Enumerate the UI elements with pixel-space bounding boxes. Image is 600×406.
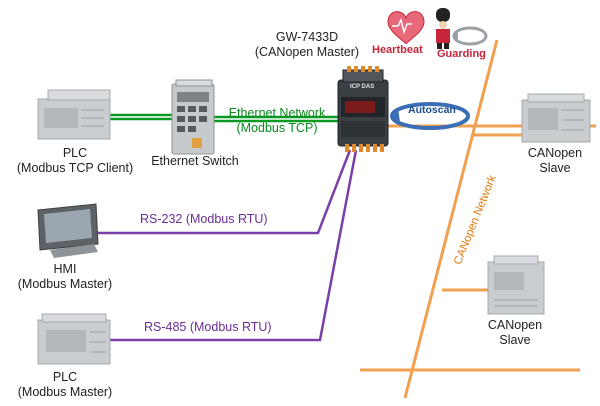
ethernet-line2: (Modbus TCP) (236, 121, 318, 135)
guarding-label: Guarding (437, 48, 486, 60)
ethernet-network-label: Ethernet Network (Modbus TCP) (214, 106, 340, 136)
slave2-label: CANopen Slave (470, 318, 560, 348)
gateway-label: GW-7433D (CANopen Master) (252, 30, 362, 60)
rs232-label: RS-232 (Modbus RTU) (140, 212, 268, 226)
hmi-line2: (Modbus Master) (17, 277, 113, 291)
rs485-link (108, 149, 358, 342)
plc-tcp-line1: PLC (62, 146, 88, 160)
plc-tcp-line2: (Modbus TCP Client) (16, 161, 134, 175)
hmi-line1: HMI (53, 262, 77, 276)
heart-icon (387, 11, 425, 45)
plc-tcp-device (37, 89, 111, 140)
hmi-label: HMI (Modbus Master) (10, 262, 120, 292)
guarding-arrow-icon (452, 26, 488, 46)
plc-tcp-label: PLC (Modbus TCP Client) (0, 146, 150, 176)
ethernet-line1: Ethernet Network (228, 106, 326, 120)
plc-master-label: PLC (Modbus Master) (10, 370, 120, 400)
rs485-label: RS-485 (Modbus RTU) (144, 320, 272, 334)
hmi-device (37, 203, 99, 258)
slave1-label: CANopen Slave (510, 146, 600, 176)
gateway-model: GW-7433D (275, 30, 339, 44)
canopen-slave-1-device (521, 93, 591, 143)
ethernet-switch-device (171, 79, 215, 155)
slave1-line2: Slave (539, 161, 571, 175)
canopen-slave-2-device (487, 255, 545, 315)
ethernet-link (108, 113, 340, 123)
heartbeat-label: Heartbeat (372, 44, 423, 56)
autoscan-arrow-icon (390, 102, 470, 130)
slave2-line1: CANopen (487, 318, 543, 332)
gateway-role: (CANopen Master) (254, 45, 360, 59)
ethernet-switch-label: Ethernet Switch (151, 154, 239, 168)
plc-master-line1: PLC (52, 370, 78, 384)
plc-master-line2: (Modbus Master) (17, 385, 113, 399)
slave2-line2: Slave (499, 333, 531, 347)
guard-icon (436, 8, 450, 49)
slave1-line1: CANopen (527, 146, 583, 160)
autoscan-label: Autoscan (408, 104, 456, 116)
gateway-device (337, 66, 389, 152)
plc-master-device (37, 313, 111, 365)
rs232-link (96, 149, 352, 235)
gateway-brand-logo: ICP DAS (350, 84, 375, 90)
